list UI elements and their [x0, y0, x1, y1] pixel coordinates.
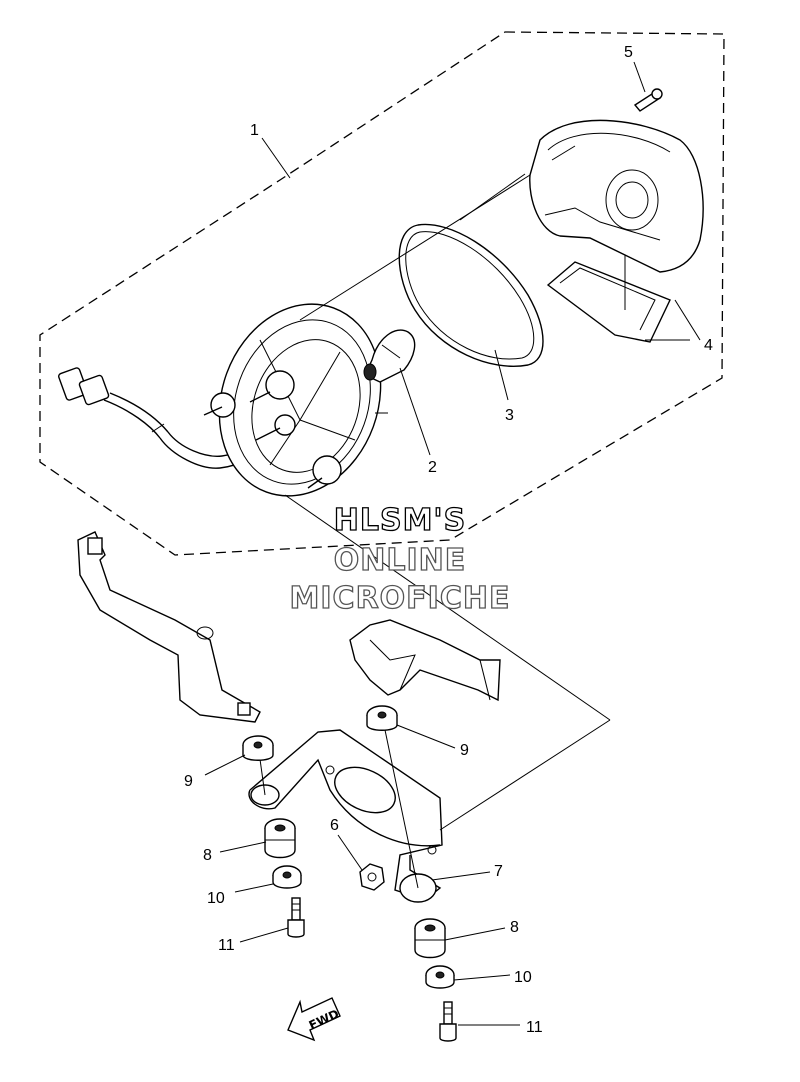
watermark-line-3: MICROFICHE	[290, 581, 511, 616]
gasket	[398, 223, 544, 367]
callout-leaders	[204, 61, 701, 1026]
callout-5: 5	[624, 44, 633, 61]
callout-10-right: 10	[514, 969, 532, 986]
screw-5	[633, 88, 663, 112]
washer-10-left	[272, 865, 302, 889]
nut-6	[359, 863, 385, 891]
watermark: HLSM'S ONLINE MICROFICHE	[289, 502, 511, 616]
bolt-11-left	[287, 897, 305, 938]
callout-9-left: 9	[184, 773, 193, 790]
grommet-9-right	[366, 705, 398, 731]
grommet-9-left	[242, 735, 274, 761]
watermark-line-2: ONLINE	[334, 543, 467, 578]
callout-4: 4	[704, 337, 713, 354]
callout-11-right: 11	[526, 1019, 543, 1036]
right-bracket	[349, 619, 501, 702]
lamp-base	[203, 303, 388, 497]
left-bracket	[77, 531, 261, 723]
callout-6: 6	[330, 817, 339, 834]
assembly-boundary	[39, 31, 725, 556]
damper-8-right	[414, 918, 446, 959]
lens-assembly	[459, 119, 704, 343]
callout-1: 1	[250, 122, 259, 139]
wiring-harness	[58, 367, 263, 469]
callout-11-left: 11	[218, 937, 235, 954]
callout-8-left: 8	[203, 847, 212, 864]
fwd-arrow: FWD	[287, 997, 341, 1042]
bulb	[363, 329, 416, 383]
damper-8-left	[264, 818, 296, 859]
callout-7: 7	[494, 863, 503, 880]
alignment-lines	[257, 174, 611, 889]
callout-10-left: 10	[207, 890, 225, 907]
callout-2: 2	[428, 459, 437, 476]
callout-8-right: 8	[510, 919, 519, 936]
bolt-11-right	[439, 1001, 457, 1042]
callout-3: 3	[505, 407, 514, 424]
washer-10-right	[425, 965, 455, 989]
watermark-line-1: HLSM'S	[334, 503, 466, 538]
callout-9-right: 9	[460, 742, 469, 759]
